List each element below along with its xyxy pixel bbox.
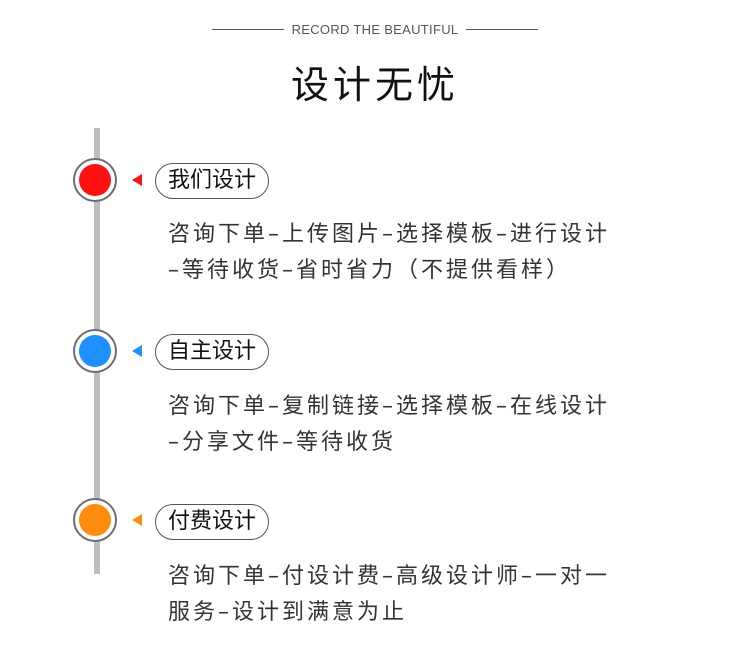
- step-2-arrow-icon: [132, 345, 142, 357]
- header-subtitle-row: RECORD THE BEAUTIFUL: [0, 22, 750, 37]
- step-3-node: [73, 498, 117, 542]
- step-3-arrow-icon: [132, 514, 142, 526]
- step-1-label: 我们设计: [155, 163, 270, 199]
- step-1-line-2: –等待收货–省时省力（不提供看样）: [168, 258, 572, 283]
- header-subtitle: RECORD THE BEAUTIFUL: [291, 22, 459, 37]
- step-1-line-1: 咨询下单–上传图片–选择模板–进行设计: [168, 222, 611, 247]
- step-3-dot: [79, 504, 111, 536]
- step-1-description: 咨询下单–上传图片–选择模板–进行设计 –等待收货–省时省力（不提供看样）: [168, 217, 688, 289]
- step-2-line-1: 咨询下单–复制链接–选择模板–在线设计: [168, 394, 611, 419]
- step-2-description: 咨询下单–复制链接–选择模板–在线设计 –分享文件–等待收货: [168, 389, 688, 461]
- step-1-dot: [79, 164, 111, 196]
- step-1-arrow-icon: [132, 174, 142, 186]
- step-2-label: 自主设计: [155, 334, 270, 370]
- step-3-description: 咨询下单–付设计费–高级设计师–一对一 服务–设计到满意为止: [168, 559, 688, 631]
- step-2-node: [73, 329, 117, 373]
- step-2-line-2: –分享文件–等待收货: [168, 430, 397, 455]
- step-2-dot: [79, 335, 111, 367]
- step-3-line-1: 咨询下单–付设计费–高级设计师–一对一: [168, 564, 611, 589]
- page-title: 设计无忧: [290, 63, 459, 107]
- step-1-node: [73, 158, 117, 202]
- step-3-label: 付费设计: [155, 504, 270, 540]
- step-3-line-2: 服务–设计到满意为止: [168, 600, 408, 625]
- header-right-rule: [466, 29, 539, 30]
- header-left-rule: [211, 29, 284, 30]
